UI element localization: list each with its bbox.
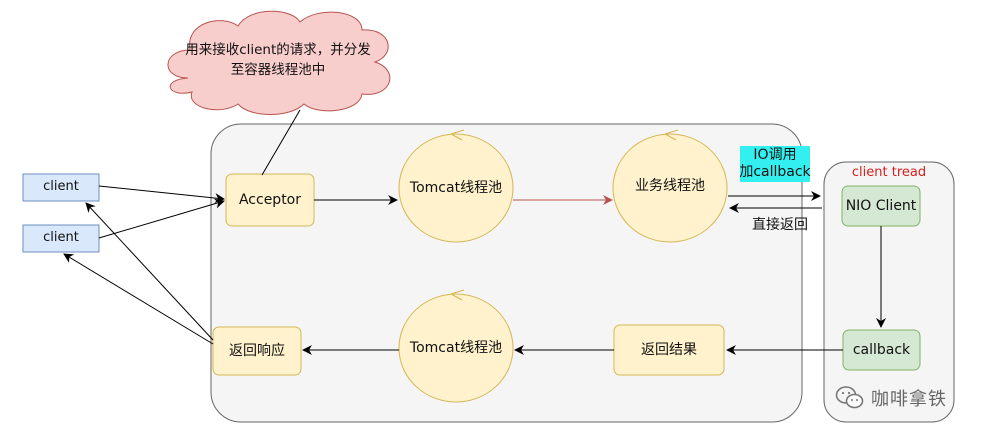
tomcat-pool-top-label: Tomcat线程池 xyxy=(409,179,503,196)
nio-client-label: NIO Client xyxy=(845,197,917,214)
business-pool-ellipse xyxy=(612,133,728,243)
return-response-box xyxy=(212,326,302,376)
client-box-2 xyxy=(22,224,100,253)
arrow-response-client2 xyxy=(63,253,214,345)
io-call-line-1: IO调用 xyxy=(753,147,797,164)
io-call-highlight xyxy=(740,146,810,182)
arrow-response-client1 xyxy=(85,202,214,341)
cloud-line-2: 至容器线程池中 xyxy=(230,62,326,78)
wechat-icon xyxy=(835,386,864,409)
watermark: 咖啡拿铁 xyxy=(835,380,985,416)
arrow-client2-acceptor xyxy=(98,198,225,239)
direct-return-label: 直接返回 xyxy=(752,216,808,233)
watermark-text: 咖啡拿铁 xyxy=(871,389,947,410)
callback-label: callback xyxy=(852,341,911,358)
acceptor-label: Acceptor xyxy=(238,191,302,208)
client-thread-title: client tread xyxy=(851,164,927,180)
client-label-2: client xyxy=(43,230,79,246)
business-pool-label: 业务线程池 xyxy=(635,177,705,194)
cloud-label: 用来接收client的请求，并分发 至容器线程池中 xyxy=(172,26,384,96)
client-box-1 xyxy=(22,173,100,202)
tomcat-pool-bottom-ellipse xyxy=(398,293,514,403)
cloud-to-acceptor-line xyxy=(261,109,301,176)
return-response-label: 返回响应 xyxy=(229,342,285,359)
io-call-label: IO调用 加callback xyxy=(738,146,812,182)
io-call-line-2: 加callback xyxy=(739,164,811,180)
cloud-shape xyxy=(167,10,391,115)
return-result-label: 返回结果 xyxy=(641,341,697,358)
client-label-1: client xyxy=(43,179,79,195)
tomcat-pool-top-ellipse xyxy=(398,133,514,243)
arrow-client1-acceptor xyxy=(98,185,225,204)
cloud-line-1: 用来接收client的请求，并分发 xyxy=(185,42,371,59)
tomcat-pool-bottom-label: Tomcat线程池 xyxy=(409,339,503,356)
